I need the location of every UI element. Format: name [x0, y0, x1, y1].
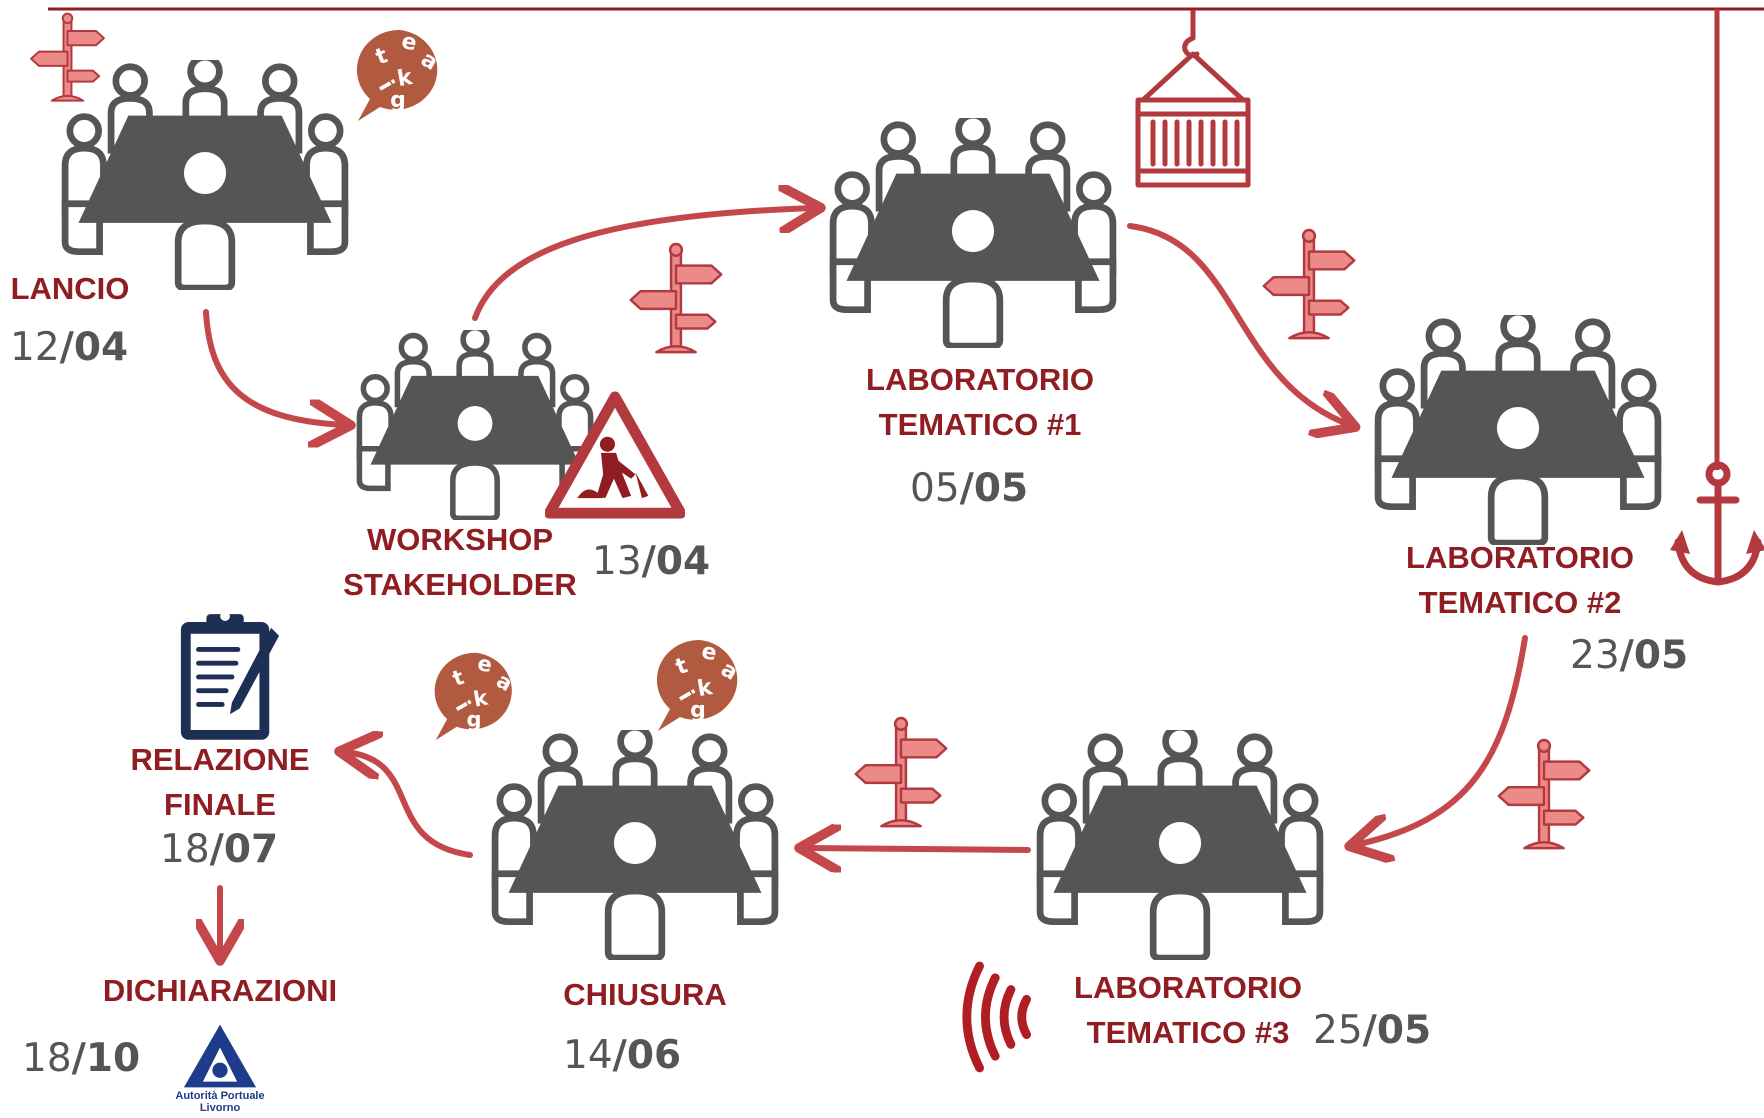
date-day: 13 — [592, 539, 642, 584]
date-month: 06 — [626, 1033, 682, 1078]
speech-bubble-letter: e — [700, 639, 719, 666]
logo-line2: Livorno — [199, 1102, 241, 1114]
label-lancio-line1: LANCIO — [10, 271, 130, 306]
signpost-icon — [1497, 738, 1591, 850]
speech-bubble-letter: e — [400, 29, 419, 56]
label-workshop-line1: WORKSHOP — [367, 522, 553, 557]
date-lab2: 23/05 — [1570, 633, 1688, 679]
date-separator: / — [959, 466, 974, 511]
label-lab3-line2: TEMATICO #3 — [1086, 1015, 1290, 1050]
meeting-table-icon-lab3 — [1040, 727, 1320, 958]
speech-bubble-letter: g — [467, 708, 482, 732]
date-lancio: 12/04 — [10, 325, 128, 371]
date-lab1: 05/05 — [910, 466, 1028, 512]
label-lab2-line1: LABORATORIO — [1406, 540, 1634, 575]
date-month: 10 — [85, 1036, 141, 1081]
meeting-table-icon-lancio — [65, 57, 345, 288]
logo-line1: Autorità Portuale — [175, 1090, 265, 1102]
date-lab3: 25/05 — [1313, 1008, 1431, 1054]
speech-bubble-letter: k — [395, 65, 415, 92]
speech-bubble-letter: g — [390, 88, 406, 113]
date-month: 05 — [1376, 1008, 1432, 1053]
label-workshop-line2: STAKEHOLDER — [343, 567, 577, 602]
date-separator: / — [612, 1033, 627, 1078]
flow-arrows — [203, 208, 1528, 955]
clipboard-icon — [181, 611, 279, 740]
meeting-table-icon-workshop — [359, 328, 590, 519]
label-workshop: WORKSHOP STAKEHOLDER — [340, 517, 580, 607]
label-chiusura-line1: CHIUSURA — [563, 977, 727, 1012]
signpost-icon — [1262, 228, 1356, 340]
date-month: 05 — [973, 466, 1029, 511]
anchor-icon — [1670, 465, 1764, 582]
label-lab2-line2: TEMATICO #2 — [1418, 585, 1622, 620]
date-separator: / — [1619, 633, 1634, 678]
label-lancio: LANCIO — [0, 266, 140, 311]
date-day: 18 — [22, 1036, 72, 1081]
date-relazione: 18/07 — [160, 827, 278, 873]
date-day: 14 — [563, 1033, 613, 1078]
date-separator: / — [209, 827, 224, 872]
shipping-container-icon — [1138, 10, 1248, 185]
label-relazione-line2: FINALE — [164, 787, 276, 822]
meeting-table-icon-lab1 — [833, 115, 1113, 346]
signpost-icon — [30, 12, 105, 102]
label-lab1-line1: LABORATORIO — [866, 362, 1094, 397]
label-dichiarazioni: DICHIARAZIONI — [85, 968, 355, 1013]
date-month: 04 — [655, 539, 711, 584]
date-dichiarazioni: 18/10 — [22, 1036, 140, 1082]
arrow-workshop-to-lab1 — [472, 208, 815, 321]
label-dichiarazioni-line1: DICHIARAZIONI — [102, 973, 338, 1008]
broadcast-waves-icon — [967, 966, 1027, 1068]
port-authority-logo-text: Autorità Portuale Livorno — [165, 1090, 275, 1114]
label-lab3-line1: LABORATORIO — [1074, 970, 1302, 1005]
speech-bubble-letter: k — [472, 685, 491, 711]
date-day: 12 — [10, 325, 60, 370]
meeting-table-icon-chiusura — [495, 727, 775, 958]
arrow-lancio-to-workshop — [203, 309, 345, 425]
speech-bubble-letter: k — [695, 675, 715, 702]
date-workshop: 13/04 — [592, 539, 710, 585]
date-chiusura: 14/06 — [563, 1033, 681, 1079]
label-lab1: LABORATORIO TEMATICO #1 — [850, 357, 1110, 447]
date-day: 23 — [1570, 633, 1620, 678]
date-month: 04 — [73, 325, 129, 370]
signpost-icon — [854, 716, 948, 828]
date-day: 18 — [160, 827, 210, 872]
date-separator: / — [59, 325, 74, 370]
speech-bubble-letter: e — [476, 651, 494, 677]
label-lab1-line2: TEMATICO #1 — [878, 407, 1082, 442]
date-separator: / — [71, 1036, 86, 1081]
arrow-chiusura-to-relazione — [345, 752, 473, 858]
arrow-lab2-to-lab3 — [1355, 635, 1528, 845]
arrow-lab3-to-chiusura — [805, 848, 1031, 850]
date-day: 05 — [910, 466, 960, 511]
signpost-icon — [629, 242, 723, 354]
speech-bubble-letter: g — [690, 698, 706, 723]
date-day: 25 — [1313, 1008, 1363, 1053]
date-separator: / — [1362, 1008, 1377, 1053]
label-relazione: RELAZIONE FINALE — [120, 737, 320, 827]
label-chiusura: CHIUSURA — [545, 972, 745, 1017]
date-separator: / — [641, 539, 656, 584]
label-lab2: LABORATORIO TEMATICO #2 — [1390, 535, 1650, 625]
label-lab3: LABORATORIO TEMATICO #3 — [1058, 965, 1318, 1055]
meeting-table-icon-lab2 — [1378, 312, 1658, 543]
label-relazione-line1: RELAZIONE — [130, 742, 310, 777]
date-month: 05 — [1633, 633, 1689, 678]
arrow-lab1-to-lab2 — [1127, 223, 1350, 425]
date-month: 07 — [223, 827, 279, 872]
port-authority-logo — [183, 1024, 257, 1088]
